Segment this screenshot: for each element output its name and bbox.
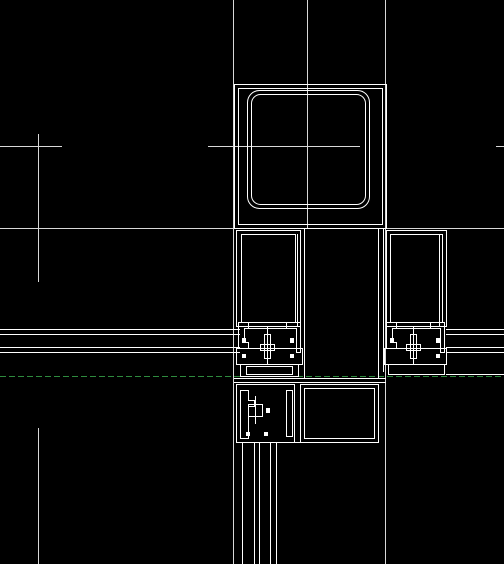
left-profile-outer	[236, 230, 301, 327]
central-mullion	[304, 228, 384, 378]
right-gasket-2	[436, 338, 440, 343]
right-gasket-3	[436, 354, 440, 358]
right-profile-inner	[390, 234, 443, 323]
lower-gasket-3	[264, 432, 268, 436]
left-transom-profile	[236, 230, 303, 377]
left-gasket-4	[290, 354, 294, 358]
box-section-outer-frame	[234, 84, 387, 229]
left-cap-inner	[246, 366, 293, 375]
left-profile-inner	[241, 234, 296, 323]
left-gasket-1	[242, 338, 246, 343]
lower-mullion-section	[234, 378, 386, 443]
right-gasket-1	[390, 338, 394, 343]
lower-chamber-right	[300, 384, 379, 443]
left-gasket-2	[242, 354, 246, 358]
right-profile-outer	[386, 230, 447, 327]
steel-box-section	[234, 84, 387, 229]
right-transom-profile	[384, 230, 447, 375]
right-cap-outer	[388, 364, 445, 375]
box-section-mid-frame	[238, 88, 383, 225]
tube-inner-wall	[251, 94, 366, 205]
glazing-panels	[0, 329, 504, 375]
lower-chamber-right-inner	[304, 388, 375, 439]
left-gasket-3	[290, 338, 294, 343]
lower-gasket-1	[266, 408, 270, 413]
lower-vertical-glass	[242, 442, 277, 564]
tube-outer-wall	[247, 90, 370, 209]
left-cap-outer	[240, 364, 299, 377]
lower-gasket-2	[246, 432, 250, 436]
